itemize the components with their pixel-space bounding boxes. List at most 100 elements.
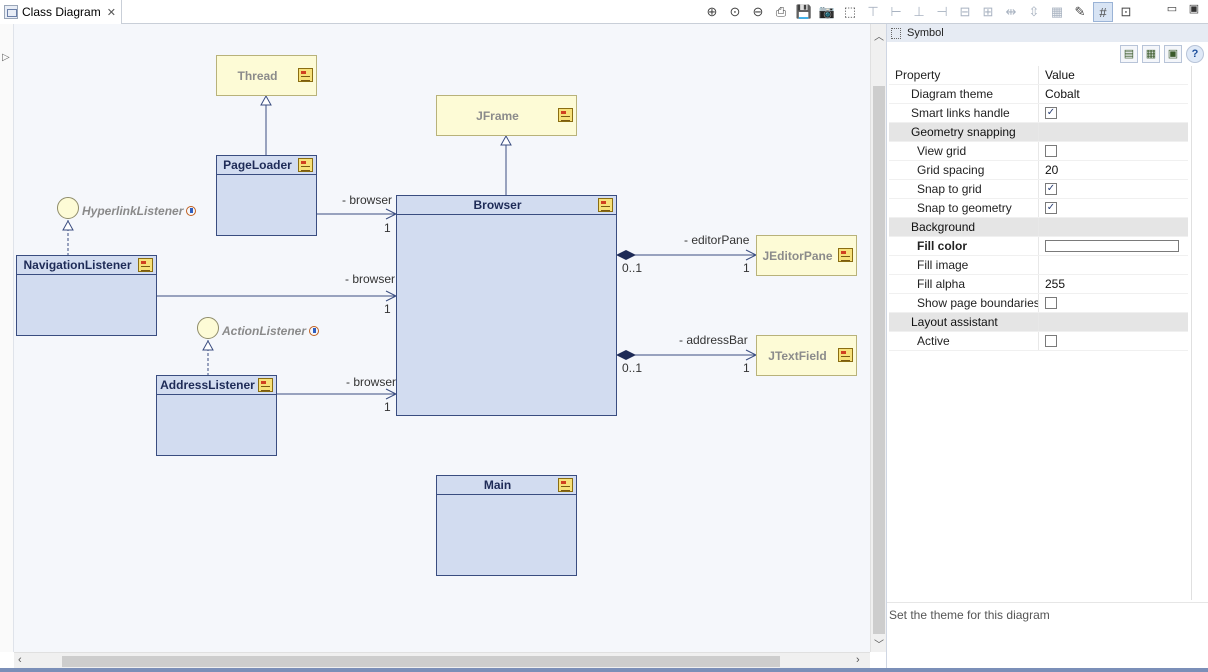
class-name: JFrame [476,108,519,123]
property-row[interactable]: Snap to geometry ✓ [889,199,1188,218]
align-center-icon[interactable]: ⊞ [982,4,994,19]
class-jeditorpane[interactable]: JEditorPane [756,235,857,276]
distribute-h-icon[interactable]: ⇹ [1005,4,1017,19]
multiplicity-label[interactable]: 1 [743,261,750,275]
class-navigationlistener[interactable]: NavigationListener [16,255,157,336]
canvas-horizontal-scrollbar[interactable]: ‹ › [14,652,870,668]
property-row[interactable]: Fill image [889,256,1188,275]
interface-label: HyperlinkListener [82,204,197,218]
class-icon [258,378,273,392]
interface-hyperlinklistener[interactable] [57,197,79,219]
align-right-icon[interactable]: ⊣ [936,4,948,19]
fill-color-swatch[interactable] [1045,240,1179,252]
grid-layout-icon[interactable]: ▦ [1050,4,1064,19]
class-main[interactable]: Main [436,475,577,576]
role-label[interactable]: - addressBar [679,333,748,347]
property-row[interactable]: View grid [889,142,1188,161]
align-top-icon[interactable]: ⊤ [867,4,879,19]
expand-palette-icon[interactable]: ▷ [2,52,10,63]
property-row[interactable]: Grid spacing 20 [889,161,1188,180]
view-grid-checkbox[interactable] [1045,145,1057,157]
class-jframe[interactable]: JFrame [436,95,577,136]
zoom-out-icon[interactable]: ⊖ [752,4,764,19]
multiplicity-label[interactable]: 1 [384,400,391,414]
property-scrollbar[interactable] [1191,66,1205,600]
zoom-in-icon[interactable]: ⊕ [706,4,718,19]
scroll-left-icon[interactable]: ‹ [18,654,22,666]
category-row[interactable]: Background [889,218,1188,237]
smart-links-checkbox[interactable]: ✓ [1045,107,1057,119]
property-row[interactable]: Show page boundaries [889,294,1188,313]
category-label: Geometry snapping [889,123,1039,141]
snap-grid-checkbox[interactable]: ✓ [1045,183,1057,195]
realization-arrowhead [62,219,74,231]
property-label: Fill alpha [889,275,1039,293]
table-view-icon[interactable]: ▤ [1120,45,1138,63]
restore-icon[interactable]: ▣ [1188,3,1200,15]
class-browser[interactable]: Browser [396,195,617,416]
property-row[interactable]: Snap to grid ✓ [889,180,1188,199]
scroll-up-icon[interactable]: ︿ [874,32,884,43]
canvas-vertical-scrollbar[interactable]: ︿ ﹀ [870,24,886,652]
select-frame-icon[interactable]: ⬚ [843,4,857,19]
role-label[interactable]: - browser [346,375,397,389]
scroll-down-icon[interactable]: ﹀ [874,640,884,651]
class-icon [838,348,853,362]
page-boundaries-checkbox[interactable] [1045,297,1057,309]
property-value[interactable]: 255 [1045,276,1066,291]
advanced-icon[interactable]: ▣ [1164,45,1182,63]
snap-geometry-checkbox[interactable]: ✓ [1045,202,1057,214]
class-pageloader[interactable]: PageLoader [216,155,317,236]
interface-actionlistener[interactable] [197,317,219,339]
realization-arrowhead [202,339,214,351]
zoom-fit-icon[interactable]: ⊙ [729,4,741,19]
active-checkbox[interactable] [1045,335,1057,347]
align-middle-icon[interactable]: ⊟ [959,4,971,19]
tab-class-diagram[interactable]: Class Diagram ✕ [0,0,122,24]
export-image-icon[interactable]: 📷 [818,4,836,19]
multiplicity-label[interactable]: 0..1 [622,261,643,275]
role-label[interactable]: - browser [342,193,393,207]
minimize-icon[interactable]: ▭ [1166,3,1178,15]
generalization-arrowhead [260,94,272,106]
property-row[interactable]: Fill color [889,237,1188,256]
panel-title: Symbol [907,27,944,39]
multiplicity-label[interactable]: 0..1 [622,361,643,375]
class-jtextfield[interactable]: JTextField [756,335,857,376]
multiplicity-label[interactable]: 1 [384,302,391,316]
property-row[interactable]: Diagram theme Cobalt [889,85,1188,104]
tab-close-icon[interactable]: ✕ [106,6,116,19]
property-row[interactable]: Smart links handle ✓ [889,104,1188,123]
snap-grid-icon[interactable]: # [1093,2,1113,22]
distribute-v-icon[interactable]: ⇳ [1028,4,1040,19]
multiplicity-label[interactable]: 1 [743,361,750,375]
auto-layout-icon[interactable]: ✎ [1074,4,1086,19]
category-row[interactable]: Geometry snapping [889,123,1188,142]
property-label: Active [889,332,1039,350]
help-icon[interactable]: ? [1186,45,1204,63]
smart-grid-icon[interactable]: ⊡ [1120,4,1132,19]
align-bottom-icon[interactable]: ⊥ [913,4,925,19]
category-row[interactable]: Layout assistant [889,313,1188,332]
categories-icon[interactable]: ▦ [1142,45,1160,63]
property-label: Show page boundaries [889,294,1039,312]
generalization-arrowhead [500,134,512,146]
property-value[interactable]: Cobalt [1045,86,1080,101]
multiplicity-label[interactable]: 1 [384,221,391,235]
scroll-right-icon[interactable]: › [856,654,860,666]
save-icon[interactable]: 💾 [795,4,813,19]
role-label[interactable]: - browser [345,272,396,286]
print-icon[interactable]: ⎙ [775,4,787,19]
role-label[interactable]: - editorPane [684,233,750,247]
scroll-thumb[interactable] [62,656,780,667]
scroll-thumb[interactable] [873,86,885,634]
interface-label: ActionListener [222,324,320,338]
divider [887,602,1208,603]
property-value[interactable]: 20 [1045,162,1059,177]
property-row[interactable]: Fill alpha 255 [889,275,1188,294]
align-left-icon[interactable]: ⊢ [890,4,902,19]
class-addresslistener[interactable]: AddressListener [156,375,277,456]
class-thread[interactable]: Thread [216,55,317,96]
property-row[interactable]: Active [889,332,1188,351]
class-name: Main [437,476,576,495]
